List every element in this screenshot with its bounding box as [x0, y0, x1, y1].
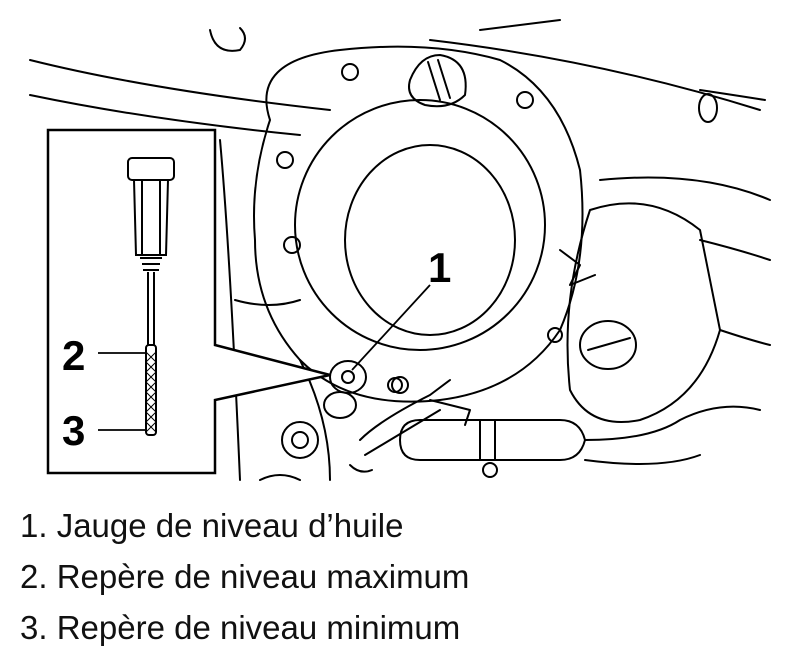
legend: 1. Jauge de niveau d’huile 2. Repère de …	[20, 500, 780, 653]
frame-tube-lower	[219, 139, 301, 481]
callout-3: 3	[62, 407, 85, 454]
inset-panel	[46, 128, 331, 475]
legend-text: Repère de niveau minimum	[56, 609, 461, 646]
side-cap-slot	[587, 337, 631, 351]
hose	[559, 249, 596, 286]
legend-item-3: 3. Repère de niveau minimum	[20, 602, 780, 653]
legend-text: Repère de niveau maximum	[56, 558, 470, 595]
frame-tube	[29, 59, 331, 136]
dipstick-thread	[140, 257, 162, 271]
hose	[429, 399, 471, 426]
upper-bracket	[209, 27, 246, 52]
bolt	[283, 236, 301, 254]
filler-cap	[408, 54, 467, 108]
frame-tube-right	[429, 19, 766, 111]
hose	[359, 379, 451, 456]
legend-item-2: 2. Repère de niveau maximum	[20, 551, 780, 602]
dipstick-drawing	[127, 157, 175, 436]
bolt	[547, 327, 563, 343]
bolt	[291, 431, 309, 449]
exhaust-clamp	[479, 419, 496, 461]
hose	[349, 464, 373, 473]
frame-lower	[599, 176, 771, 346]
dipstick-seal	[323, 391, 357, 419]
bolt	[516, 91, 534, 109]
engine-diagram: 1 2 3	[29, 19, 771, 481]
bolt	[276, 151, 294, 169]
legend-text: Jauge de niveau d’huile	[56, 507, 404, 544]
bolt	[281, 421, 319, 459]
inset-frame	[46, 128, 331, 475]
bolt	[341, 63, 359, 81]
dipstick-shaft	[147, 272, 155, 345]
dipstick-plug-center	[341, 370, 355, 384]
exhaust-bend	[584, 405, 761, 465]
dipstick-handle	[133, 179, 169, 256]
bolt	[482, 462, 498, 478]
legend-item-1: 1. Jauge de niveau d’huile	[20, 500, 780, 551]
legend-number: 1.	[20, 507, 48, 544]
side-housing	[566, 202, 721, 423]
dipstick-handle-top	[127, 157, 175, 181]
exhaust-pipe	[399, 419, 586, 461]
cover-center	[344, 144, 516, 336]
dipstick-gauge	[145, 344, 157, 436]
bolt	[391, 376, 409, 394]
callout-2: 2	[62, 332, 85, 379]
callout-1: 1	[428, 244, 451, 291]
legend-number: 2.	[20, 558, 48, 595]
leader-line-1	[351, 284, 431, 371]
legend-number: 3.	[20, 609, 48, 646]
cover-inner	[294, 99, 546, 351]
frame-hole	[698, 93, 718, 123]
side-cap	[579, 320, 637, 370]
dipstick-plug	[329, 360, 367, 394]
dipstick-hatch	[145, 351, 157, 433]
